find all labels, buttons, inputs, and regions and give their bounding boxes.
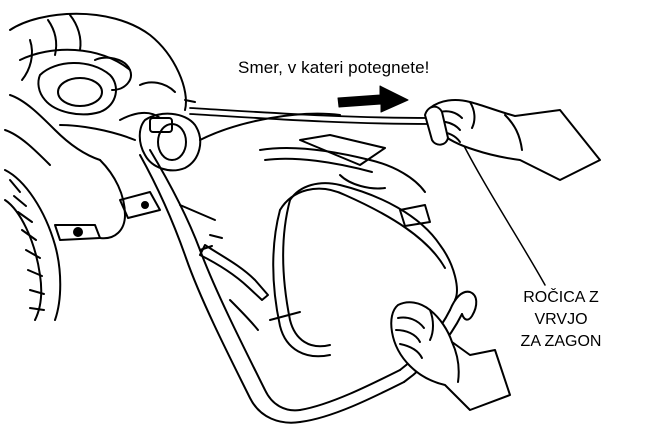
- pull-direction-label: Smer, v kateri potegnete!: [238, 58, 430, 78]
- wheel-illustration: [5, 170, 100, 320]
- right-hand-pulling-illustration: [425, 100, 600, 180]
- starter-handle-label-line2: ZA ZAGON: [497, 331, 625, 353]
- starter-handle-label: ROČICA Z VRVJO ZA ZAGON: [497, 287, 625, 353]
- left-hand-holding-illustration: [391, 302, 510, 410]
- pull-direction-arrow: [338, 86, 408, 112]
- engine-illustration: [5, 14, 200, 239]
- starter-handle-label-line1: ROČICA Z VRVJO: [497, 287, 625, 331]
